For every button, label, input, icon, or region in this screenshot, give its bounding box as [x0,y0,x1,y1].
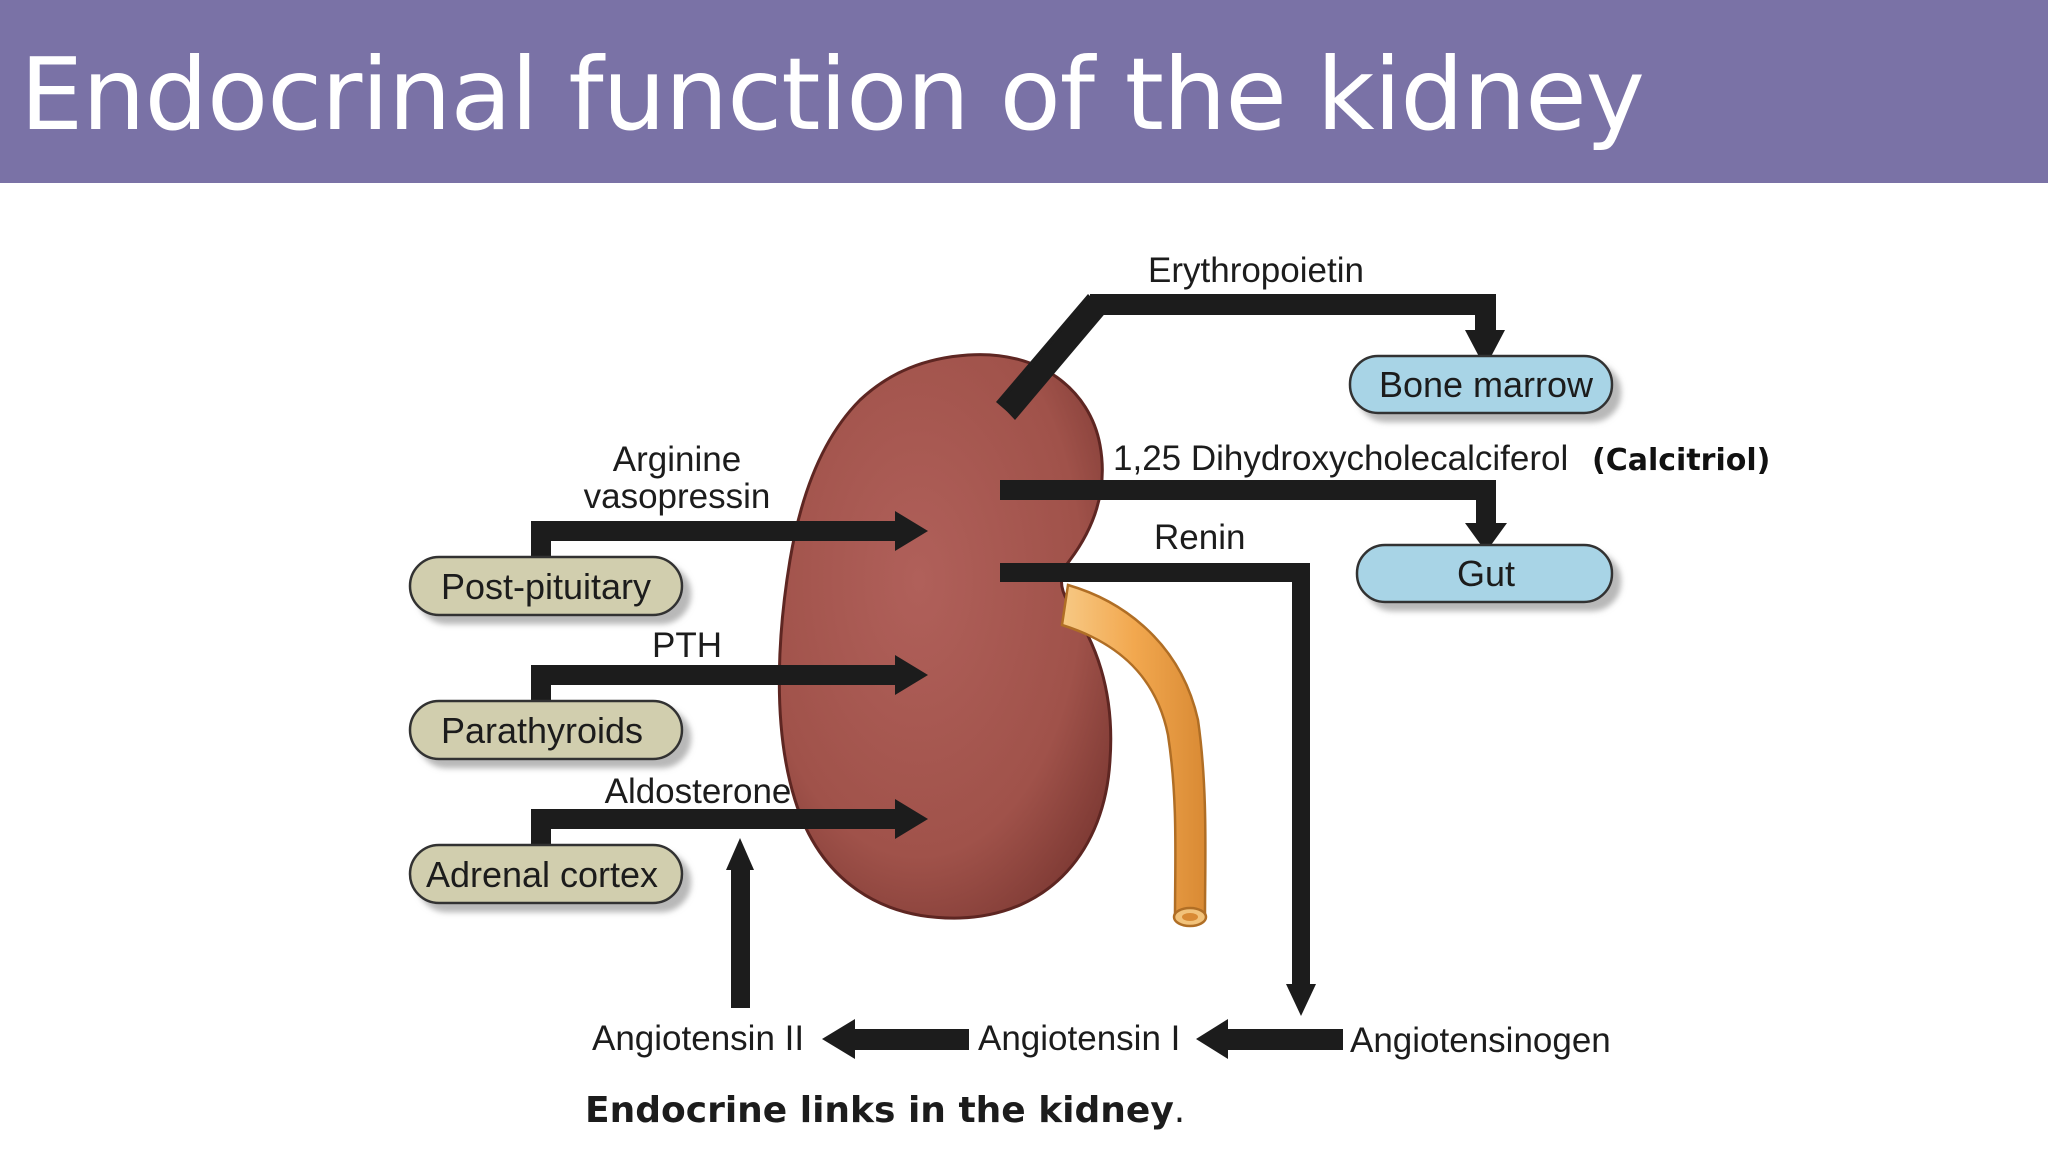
angiotensin1-to-angiotensin2-arrow [822,1019,969,1059]
post-pituitary-box: Post-pituitary [408,555,684,617]
slide-title: Endocrinal function of the kidney [20,36,1645,153]
aldosterone-arrow [531,799,928,849]
vasopressin-label: vasopressin [584,477,771,516]
svg-text:Post-pituitary: Post-pituitary [441,566,651,607]
angiotensinogen-to-angiotensin1-arrow [1196,1019,1343,1059]
angiotensinogen-label: Angiotensinogen [1350,1021,1611,1060]
erythropoietin-label: Erythropoietin [1148,251,1364,290]
caption: Endocrine links in the kidney. [585,1090,1185,1131]
endocrine-diagram: Post-pituitary Parathyroids Adrenal cort… [408,251,1770,1131]
svg-text:Parathyroids: Parathyroids [441,710,643,751]
angiotensin-1-label: Angiotensin I [978,1019,1180,1058]
calcitriol-label: (Calcitriol) [1592,443,1770,478]
vasopressin-arrow [531,511,928,561]
angiotensin-2-label: Angiotensin II [592,1019,804,1058]
kidney-shape [777,353,1113,920]
erythropoietin-arrow [996,294,1505,420]
calciferol-arrow [1000,480,1507,552]
caption-period: . [1174,1090,1185,1131]
ureter-lumen [1182,913,1198,921]
gut-box: Gut [1355,543,1614,604]
svg-text:Adrenal cortex: Adrenal cortex [426,854,658,895]
aldosterone-label: Aldosterone [605,772,792,811]
pth-label: PTH [652,626,722,665]
renin-label: Renin [1154,518,1245,557]
calciferol-label: 1,25 Dihydroxycholecalciferol [1113,439,1568,478]
svg-text:Bone marrow: Bone marrow [1379,364,1594,405]
renin-arrow [1000,563,1316,1016]
svg-text:Gut: Gut [1457,553,1515,594]
bone-marrow-box: Bone marrow [1348,354,1614,415]
caption-bold: Endocrine links in the kidney [585,1090,1174,1131]
arginine-label: Arginine [613,440,741,479]
adrenal-cortex-box: Adrenal cortex [408,843,684,905]
title-bar: Endocrinal function of the kidney [0,0,2048,183]
parathyroids-box: Parathyroids [408,699,684,761]
angiotensin2-up-arrow [726,838,754,1008]
pth-arrow [531,655,928,705]
